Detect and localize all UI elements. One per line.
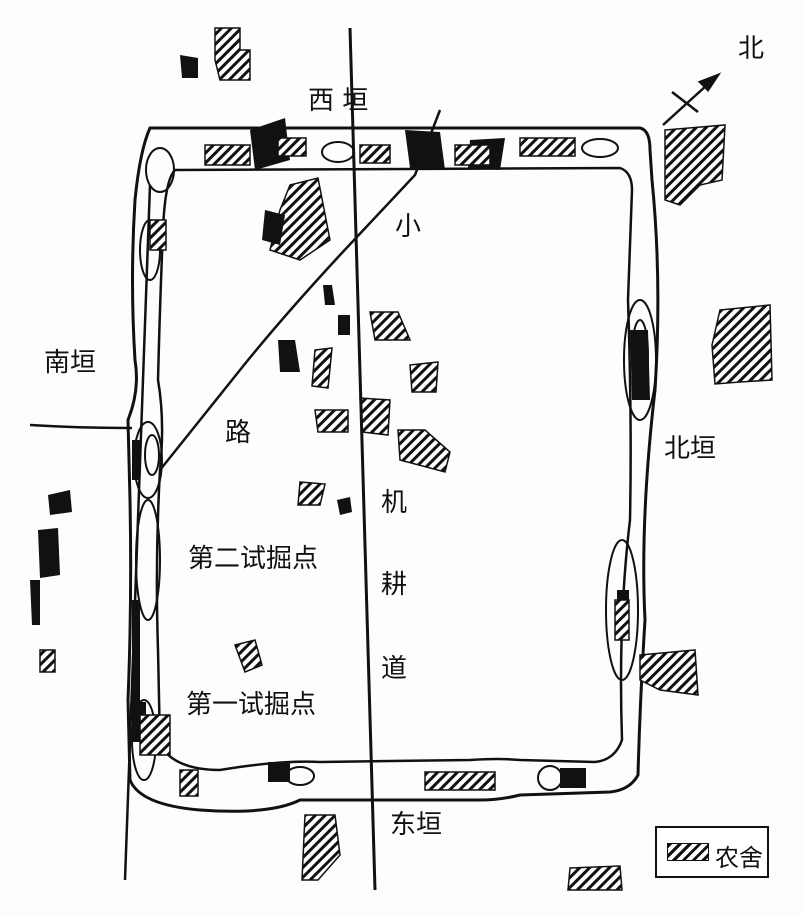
- north-label: 北: [738, 34, 765, 64]
- north-arrow-icon: [662, 72, 722, 126]
- west-wall-label: 西 垣: [308, 86, 369, 116]
- second-excavation-label: 第二试掘点: [188, 544, 319, 574]
- small-road-char-1: 小: [394, 212, 421, 242]
- north-wall-label: 北垣: [664, 434, 717, 464]
- machine-road-char-2: 耕: [380, 570, 407, 600]
- small-road-char-2: 路: [224, 418, 251, 448]
- farmhouse-legend-swatch: [667, 843, 709, 861]
- legend: 农舍: [655, 826, 769, 878]
- south-wall-label: 南垣: [44, 348, 97, 378]
- wall-dark-segments: [132, 118, 650, 788]
- dark-buildings: [30, 55, 352, 625]
- east-wall-label: 东垣: [390, 810, 443, 840]
- farmhouses: [39, 27, 773, 891]
- small-road: [159, 109, 442, 471]
- machine-road-char-1: 机: [380, 488, 407, 518]
- first-excavation-label: 第一试掘点: [186, 690, 317, 720]
- boundary-line: [123, 184, 152, 881]
- machine-road: [348, 27, 377, 891]
- wall-hatched-segments: [139, 137, 630, 797]
- west-road: [29, 423, 133, 430]
- farmhouse-legend-label: 农舍: [715, 844, 763, 872]
- machine-road-char-3: 道: [380, 654, 407, 684]
